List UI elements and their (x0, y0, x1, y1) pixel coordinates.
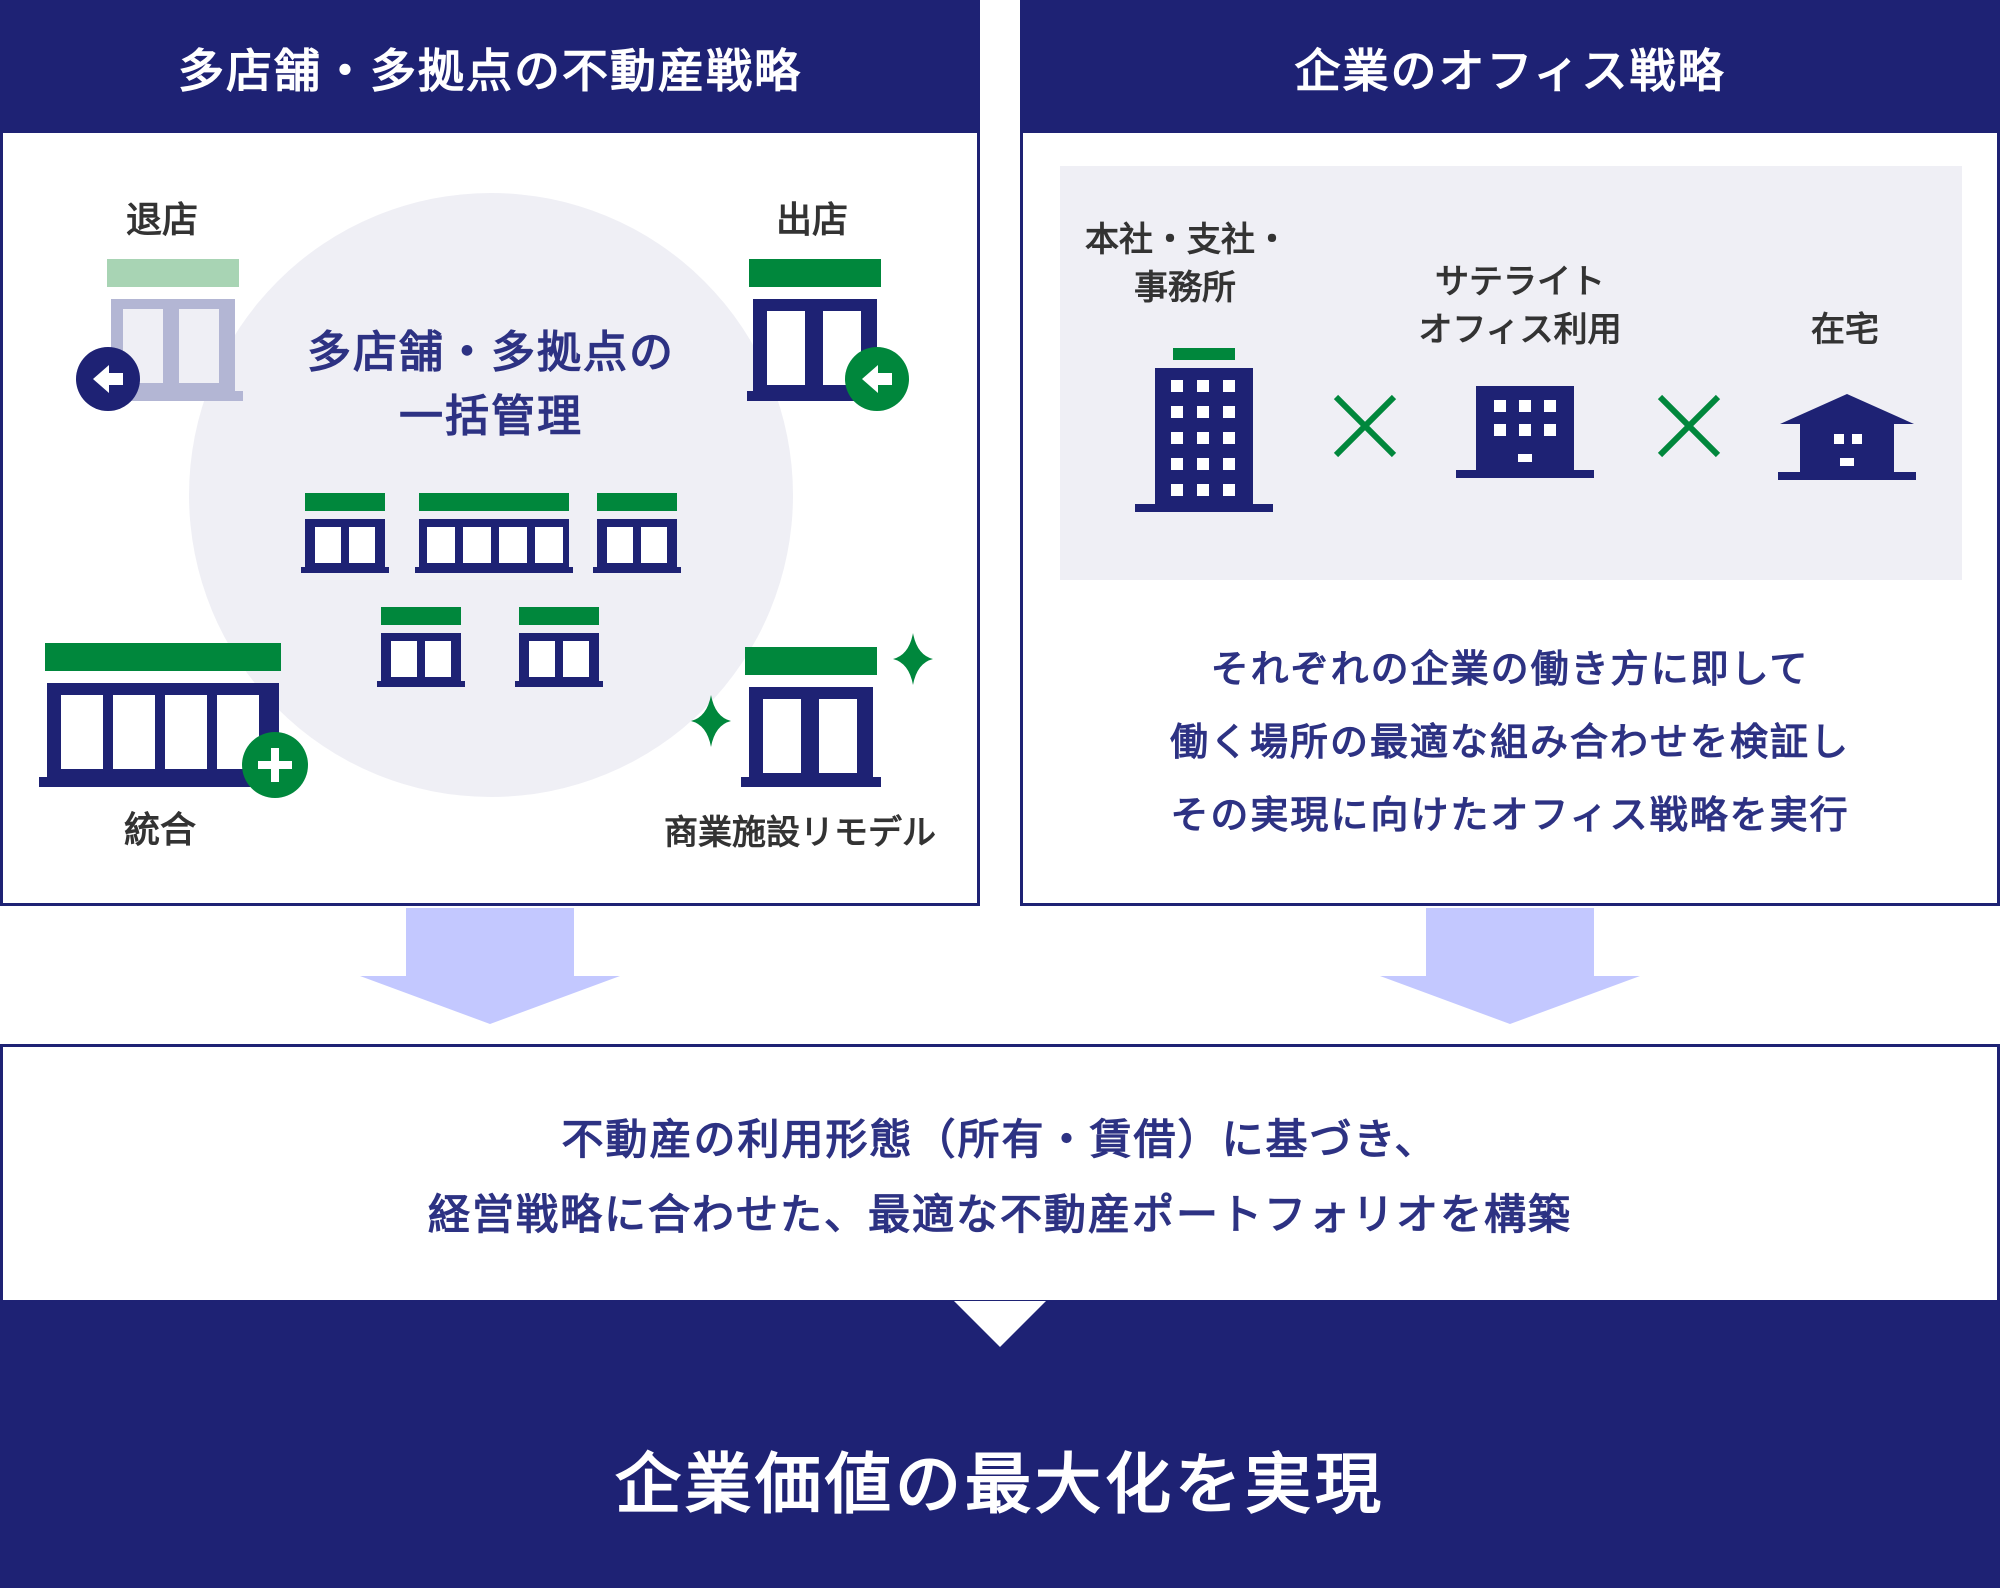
workplace-options-box: 本社・支社・ 事務所 サテライト オフィス利用 (1060, 166, 1962, 580)
down-arrow-left (360, 908, 620, 1024)
office-item-satellite-label-line-1: サテライト (1435, 262, 1605, 302)
office-strategy-description: それぞれの企業の働き方に即して 働く場所の最適な組み合わせを検証し その実現に向… (1023, 633, 1997, 852)
office-item-hq-label-line-2: 事務所 (1134, 268, 1236, 308)
center-title-line-1: 多店舗・多拠点の (307, 327, 675, 378)
center-title-line-2: 一括管理 (399, 391, 583, 442)
left-panel-title: 多店舗・多拠点の不動産戦略 (3, 3, 977, 133)
remodel-label: 商業施設リモデル (664, 813, 936, 853)
right-panel: 企業のオフィス戦略 本社・支社・ 事務所 サテライト オフィス利用 (1020, 0, 2000, 906)
office-item-hq-label: 本社・支社・ 事務所 (1085, 216, 1289, 312)
store-merge-icon (39, 643, 308, 798)
office-item-hq-label-line-1: 本社・支社・ (1085, 220, 1289, 260)
portfolio-box: 不動産の利用形態（所有・賃借）に基づき、 経営戦略に合わせた、最適な不動産ポート… (0, 1044, 2000, 1303)
left-panel: 多店舗・多拠点の不動産戦略 多店舗・多拠点の 一括管理 退店 出店 (0, 0, 980, 906)
arrow-left-icon (93, 365, 123, 393)
portfolio-line-1: 不動産の利用形態（所有・賃借）に基づき、 (561, 1115, 1439, 1164)
times-operator-2 (1654, 391, 1724, 461)
description-line-2: 働く場所の最適な組み合わせを検証し (1169, 720, 1850, 764)
footer-notch (954, 1301, 1046, 1347)
store-remodel-icon (691, 633, 933, 787)
house-icon (1778, 394, 1916, 480)
exit-label: 退店 (126, 200, 199, 241)
store-open-icon (747, 259, 909, 411)
small-building-icon (1456, 386, 1594, 478)
office-item-satellite-label-line-2: オフィス利用 (1418, 310, 1622, 350)
arrow-left-icon (862, 365, 892, 393)
right-panel-title: 企業のオフィス戦略 (1023, 3, 1997, 133)
office-item-home-label: 在宅 (1811, 310, 1879, 350)
description-line-3: その実現に向けたオフィス戦略を実行 (1170, 793, 1850, 837)
merge-label: 統合 (124, 810, 197, 851)
store-exit-icon (76, 259, 243, 411)
portfolio-text: 不動産の利用形態（所有・賃借）に基づき、 経営戦略に合わせた、最適な不動産ポート… (3, 1102, 1997, 1252)
footer-text: 企業価値の最大化を実現 (615, 1446, 1385, 1523)
store-group-icon (301, 493, 681, 687)
open-label: 出店 (776, 200, 849, 241)
down-arrow-right (1380, 908, 1640, 1024)
portfolio-line-2: 経営戦略に合わせた、最適な不動産ポートフォリオを構築 (427, 1190, 1572, 1239)
center-title: 多店舗・多拠点の 一括管理 (189, 321, 793, 449)
tall-building-icon (1135, 348, 1273, 512)
description-line-1: それぞれの企業の働き方に即して (1210, 647, 1810, 691)
footer-banner: 企業価値の最大化を実現 (0, 1301, 2000, 1588)
times-operator-1 (1330, 391, 1400, 461)
sparkle-icon (893, 633, 933, 685)
office-item-satellite-label: サテライト オフィス利用 (1400, 258, 1640, 354)
